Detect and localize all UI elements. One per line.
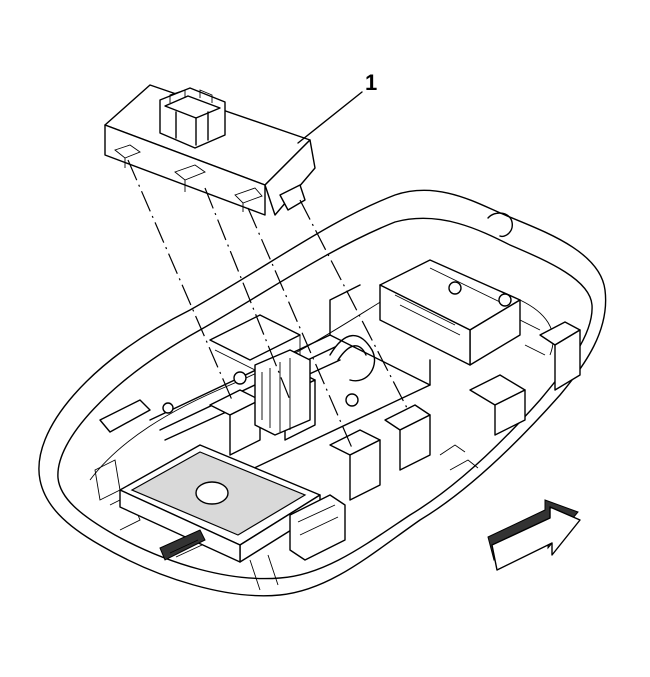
callout-label-1: 1 xyxy=(365,70,378,95)
lamp-lens xyxy=(119,444,346,591)
forward-arrow-icon xyxy=(487,499,581,571)
switch-module xyxy=(104,84,316,216)
callout-leader-line xyxy=(297,91,363,144)
alignment-lines xyxy=(127,159,409,449)
internal-mechanism xyxy=(94,259,581,531)
